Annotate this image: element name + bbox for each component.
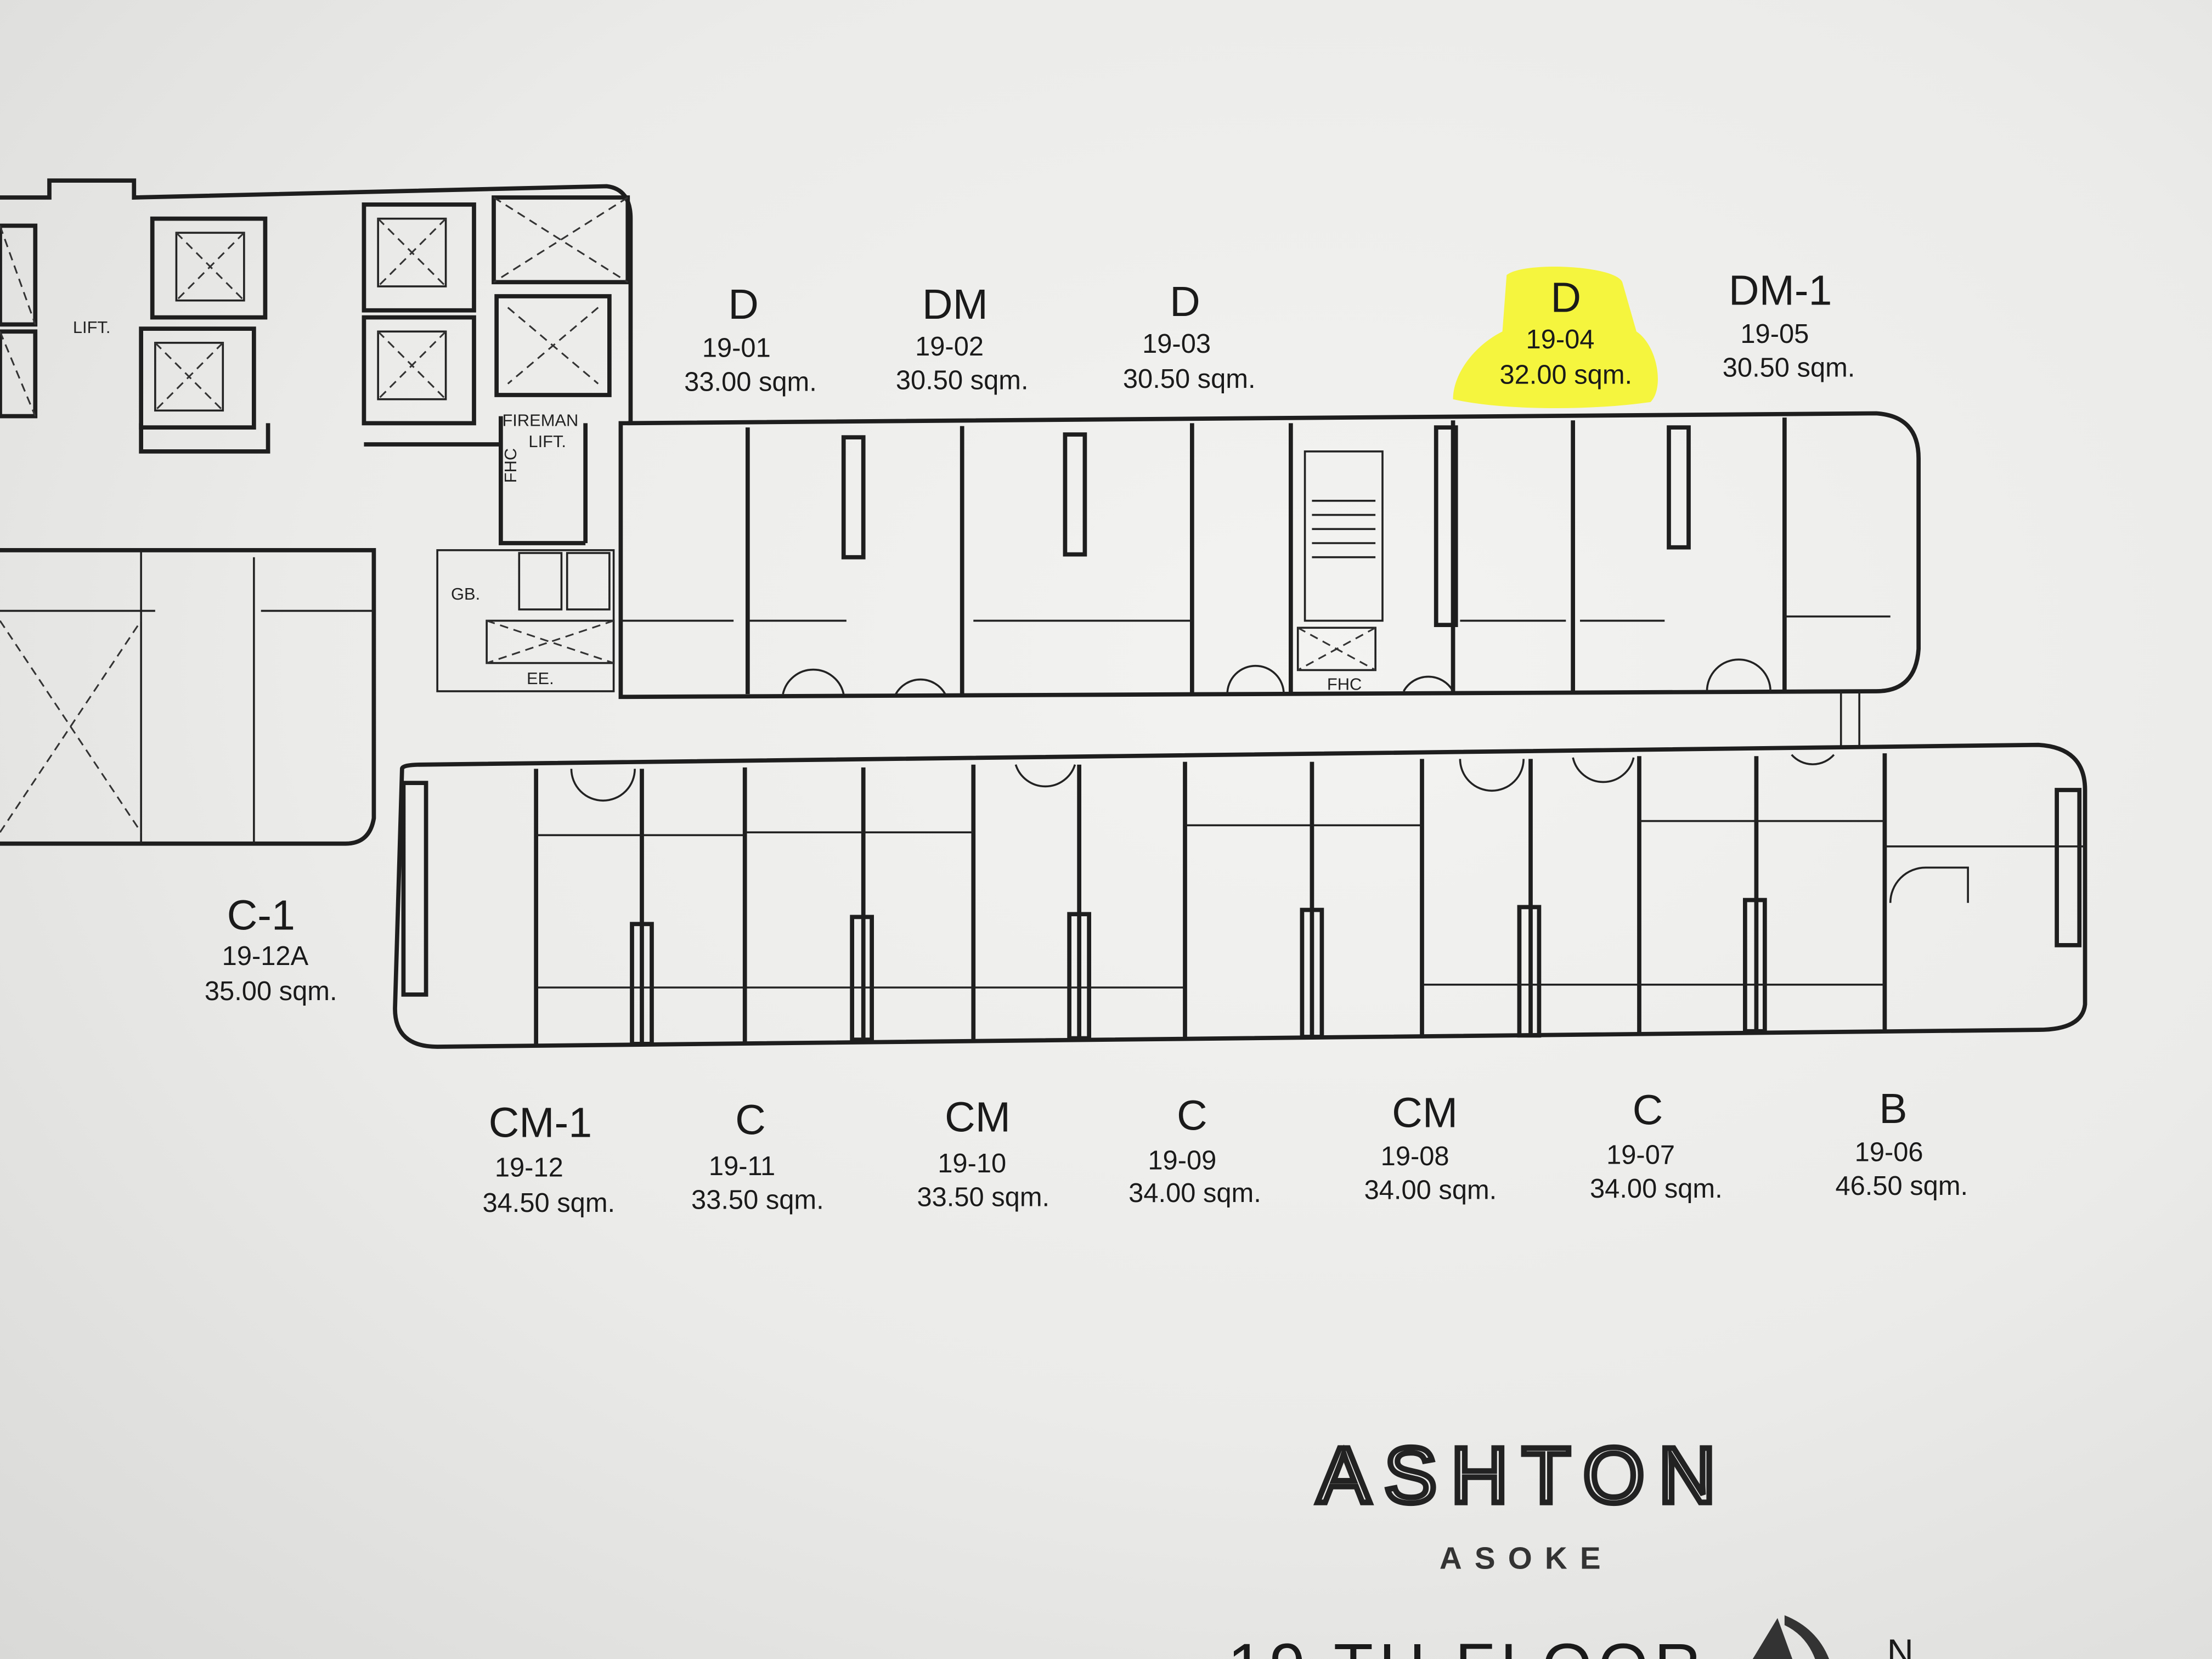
ashton-logo: ASHTON — [1317, 1431, 1730, 1520]
unit-19-07[interactable]: C 19-07 34.00 sqm. — [1590, 1086, 1723, 1204]
fhc-stair-label: FHC — [1327, 674, 1362, 693]
asoke-logo-sub: ASOKE — [1440, 1541, 1613, 1575]
unit-19-12a[interactable]: C-119-12A 35.00 sqm. — [205, 892, 337, 1007]
unit-area: 34.50 sqm. — [482, 1188, 615, 1218]
unit-number: 19-07 — [1606, 1140, 1675, 1170]
unit-number: 19-08 — [1381, 1142, 1449, 1171]
unit-type: CM — [1392, 1090, 1458, 1137]
unit-type: B — [1879, 1085, 1907, 1132]
unit-type: C-1 — [227, 892, 295, 939]
bottom-unit-labels: CM-1 19-12 34.50 sqm. C 19-11 33.50 sqm. CM 1… — [482, 1085, 1968, 1218]
unit-area: 33.50 sqm. — [917, 1183, 1049, 1212]
unit-area: 33.00 sqm. — [684, 367, 817, 397]
bottom-wing — [393, 742, 2087, 1049]
unit-area: 33.50 sqm. — [691, 1186, 824, 1215]
floor-title: 19 TH FLOOR — [1228, 1630, 1707, 1659]
core-area — [0, 178, 633, 846]
unit-area: 34.00 sqm. — [1128, 1178, 1261, 1208]
unit-number: 19-09 — [1148, 1146, 1216, 1176]
unit-type: D — [1550, 274, 1581, 321]
highlighter-mark — [1453, 266, 1658, 409]
unit-number: 19-05 — [1740, 319, 1809, 349]
unit-number: 19-06 — [1855, 1137, 1923, 1167]
top-wing — [618, 411, 1921, 748]
unit-type: CM-1 — [489, 1099, 592, 1147]
unit-area: 35.00 sqm. — [205, 977, 337, 1006]
unit-19-10[interactable]: CM 19-10 33.50 sqm. — [917, 1093, 1049, 1212]
fireman-lift-label-2: LIFT. — [528, 432, 566, 451]
unit-19-05[interactable]: DM-1 19-05 30.50 sqm. — [1723, 267, 1855, 382]
unit-19-02[interactable]: DM 19-02 30.50 sqm. — [896, 281, 1029, 396]
unit-19-12[interactable]: CM-1 19-12 34.50 sqm. — [482, 1099, 615, 1218]
unit-number: 19-04 — [1526, 325, 1595, 354]
unit-area: 34.00 sqm. — [1590, 1174, 1723, 1204]
unit-number: 19-10 — [938, 1149, 1006, 1178]
lift-label: LIFT. — [73, 318, 111, 337]
unit-type: C — [1633, 1086, 1663, 1133]
fireman-lift-label: FIREMAN — [502, 411, 578, 430]
fhc-core-label: FHC — [501, 448, 520, 483]
unit-type: C — [735, 1096, 766, 1143]
north-arrow-icon — [1752, 1615, 1830, 1659]
north-label: N — [1887, 1632, 1914, 1659]
ee-label: EE. — [527, 669, 554, 688]
unit-area: 34.00 sqm. — [1364, 1176, 1497, 1205]
unit-area: 46.50 sqm. — [1835, 1171, 1968, 1201]
unit-area: 30.50 sqm. — [1723, 353, 1855, 383]
unit-type: D — [1170, 278, 1200, 325]
unit-area: 30.50 sqm. — [1123, 364, 1256, 394]
gb-label: GB. — [451, 584, 480, 603]
unit-number: 19-01 — [702, 334, 771, 363]
unit-type: DM — [922, 281, 988, 328]
unit-type: D — [728, 281, 759, 328]
unit-type: CM — [945, 1093, 1011, 1141]
unit-number: 19-12 — [495, 1153, 563, 1183]
unit-19-08[interactable]: CM 19-08 34.00 sqm. — [1364, 1090, 1497, 1205]
unit-area: 32.00 sqm. — [1499, 360, 1632, 390]
unit-area: 30.50 sqm. — [896, 366, 1029, 396]
unit-19-04-highlighted[interactable]: D 19-04 32.00 sqm. — [1499, 274, 1632, 390]
unit-number: 19-03 — [1142, 329, 1211, 359]
unit-type: DM-1 — [1729, 267, 1832, 314]
unit-number: 19-02 — [915, 332, 984, 362]
unit-type: C — [1177, 1092, 1207, 1139]
unit-19-03[interactable]: D 19-03 30.50 sqm. — [1123, 278, 1256, 394]
unit-number: 19-12A — [222, 941, 309, 971]
unit-19-01[interactable]: D 19-01 33.00 sqm. — [684, 281, 817, 397]
unit-19-06[interactable]: B 19-06 46.50 sqm. — [1835, 1085, 1968, 1201]
top-unit-labels: D 19-01 33.00 sqm. DM 19-02 30.50 sqm. D 19-0… — [684, 267, 1855, 397]
unit-number: 19-11 — [709, 1152, 775, 1181]
unit-19-11[interactable]: C 19-11 33.50 sqm. — [691, 1096, 824, 1215]
